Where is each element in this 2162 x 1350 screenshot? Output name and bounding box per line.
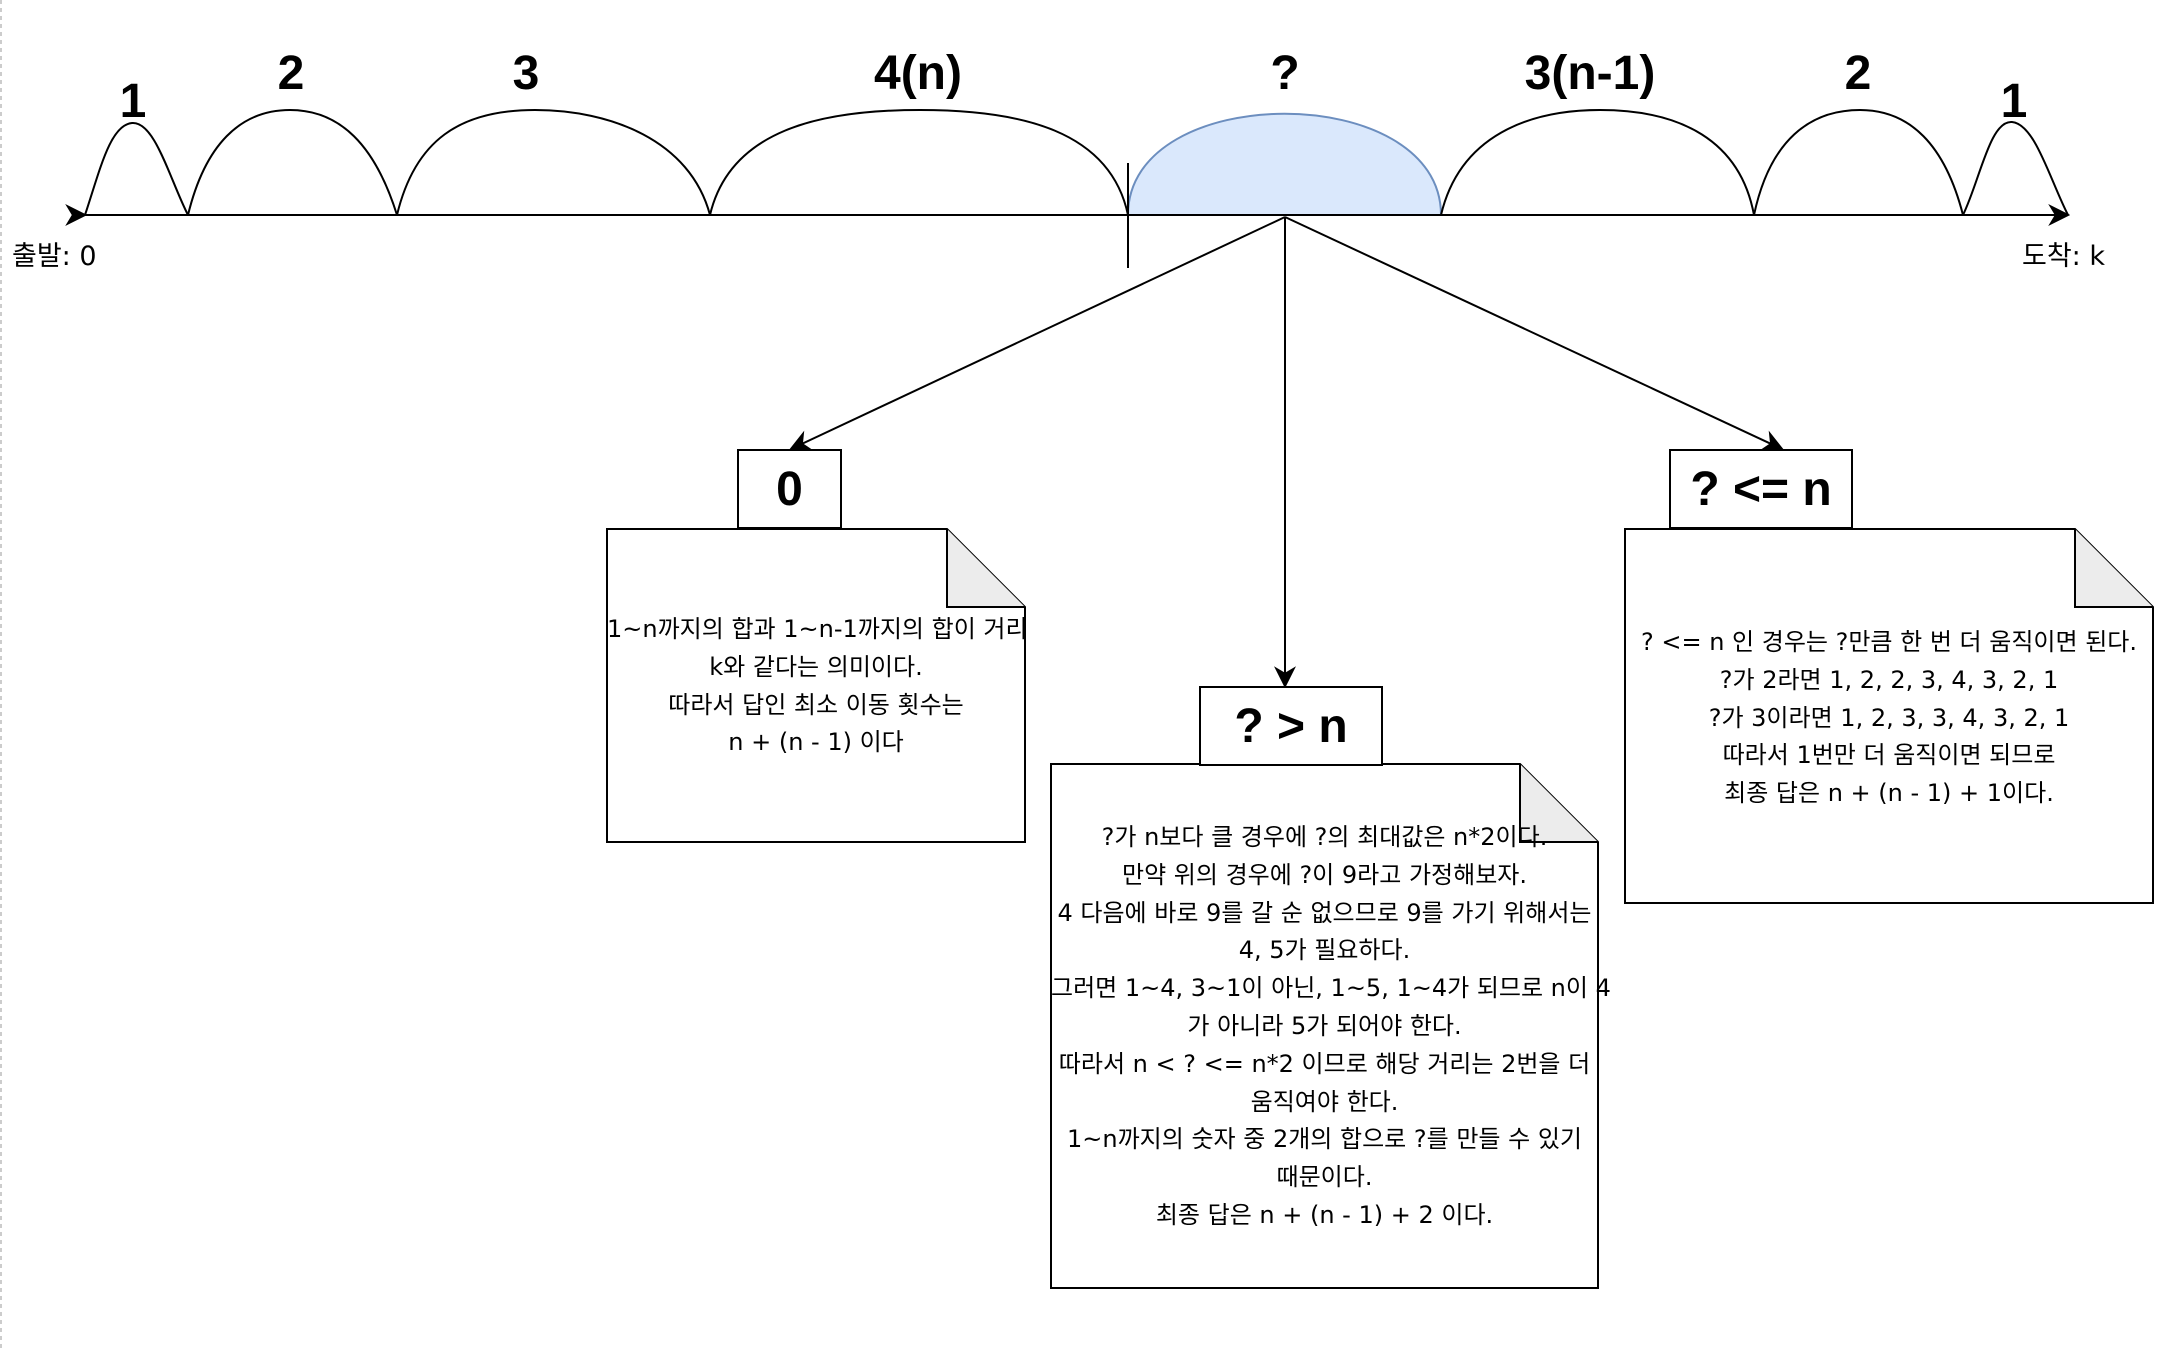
note-line: 그러면 1~4, 3~1이 아닌, 1~5, 1~4가 되므로 n이 4 bbox=[1051, 974, 1611, 1003]
note-line: 4, 5가 필요하다. bbox=[1238, 936, 1411, 965]
arc-label: 3(n-1) bbox=[1525, 47, 1656, 100]
note-greater bbox=[1050, 763, 1599, 1289]
note-line: 4 다음에 바로 9를 갈 순 없으므로 9를 가기 위해서는 bbox=[1057, 898, 1592, 927]
note-line: 1~n까지의 숫자 중 2개의 합으로 ?를 만들 수 있기 bbox=[1067, 1125, 1582, 1154]
unknown-arc[interactable] bbox=[1126, 112, 1443, 216]
arc-label: 1 bbox=[120, 75, 147, 128]
arc-label: ? bbox=[1270, 47, 1299, 100]
arrow-to-zero bbox=[789, 216, 1286, 451]
case-zero-note: 1~n까지의 합과 1~n-1까지의 합이 거리 k와 같다는 의미이다. 따라… bbox=[607, 611, 1028, 762]
note-line: 따라서 답인 최소 이동 횟수는 bbox=[668, 690, 964, 719]
note-line: 최종 답은 n + (n - 1) + 1이다. bbox=[1724, 779, 2054, 808]
arc-1-left bbox=[84, 121, 189, 216]
note-line: n + (n - 1) 이다 bbox=[728, 728, 904, 757]
note-line: ? <= n 인 경우는 ?만큼 한 번 더 움직이면 된다. bbox=[1640, 628, 2138, 656]
start-label: 출발: 0 bbox=[12, 241, 97, 272]
note-line: 때문이다. bbox=[1276, 1163, 1373, 1192]
note-line: k와 같다는 의미이다. bbox=[709, 652, 923, 681]
arrow-to-less-equal bbox=[1284, 216, 1784, 451]
note-line: 따라서 n < ? <= n*2 이므로 해당 거리는 2번을 더 bbox=[1058, 1049, 1591, 1078]
case-less-equal-title[interactable]: ? <= n bbox=[1669, 449, 1853, 529]
arc-2-left bbox=[187, 108, 398, 216]
arc-3-left bbox=[396, 108, 711, 216]
note-line: 움직여야 한다. bbox=[1250, 1087, 1399, 1116]
note-fold bbox=[2074, 529, 2153, 608]
note-less-equal bbox=[1624, 528, 2154, 904]
arc-label: 3 bbox=[513, 47, 540, 100]
note-fold bbox=[946, 529, 1025, 608]
arc-label: 2 bbox=[278, 47, 305, 100]
note-line: ?가 3이라면 1, 2, 3, 3, 4, 3, 2, 1 bbox=[1708, 703, 2070, 732]
arc-1-right bbox=[1962, 120, 2069, 216]
arc-label: 1 bbox=[2001, 75, 2028, 128]
arc-label: 2 bbox=[1845, 47, 1872, 100]
note-line: 따라서 1번만 더 움직이면 되므로 bbox=[1722, 741, 2056, 770]
arc-n bbox=[709, 108, 1129, 216]
arc-label: 4(n) bbox=[874, 47, 962, 100]
note-line: ?가 2라면 1, 2, 2, 3, 4, 3, 2, 1 bbox=[1719, 665, 2059, 694]
arc-2-right bbox=[1753, 108, 1964, 216]
note-line: ?가 n보다 클 경우에 ?의 최대값은 n*2이다. bbox=[1101, 823, 1548, 851]
note-line: 만약 위의 경우에 ?이 9라고 가정해보자. bbox=[1122, 860, 1527, 889]
note-line: 가 아니라 5가 되어야 한다. bbox=[1187, 1011, 1462, 1040]
note-fold bbox=[1519, 764, 1598, 843]
case-greater-title[interactable]: ? > n bbox=[1199, 686, 1383, 766]
note-line: 1~n까지의 합과 1~n-1까지의 합이 거리 bbox=[607, 615, 1028, 643]
note-zero bbox=[606, 528, 1026, 843]
end-label: 도착: k bbox=[2022, 241, 2105, 272]
case-greater-note: ?가 n보다 클 경우에 ?의 최대값은 n*2이다. 만약 위의 경우에 ?이… bbox=[1051, 819, 1611, 1235]
case-zero-title[interactable]: 0 bbox=[737, 449, 842, 529]
arc-n-minus-1 bbox=[1440, 108, 1755, 216]
note-line: 최종 답은 n + (n - 1) + 2 이다. bbox=[1155, 1200, 1494, 1229]
case-less-equal-note: ? <= n 인 경우는 ?만큼 한 번 더 움직이면 된다. ?가 2라면 1… bbox=[1625, 624, 2153, 813]
